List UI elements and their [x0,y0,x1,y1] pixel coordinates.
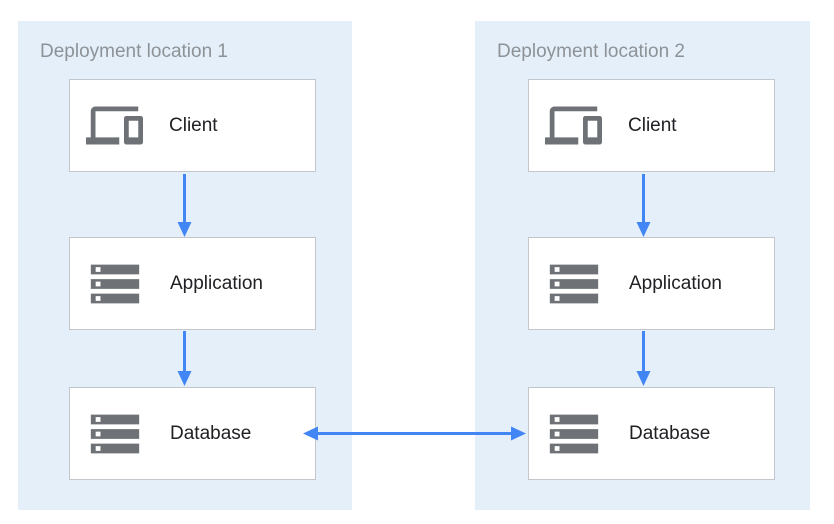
deployment-panel-1: Deployment location 1 Client Application [18,21,352,510]
storage-icon [86,405,144,463]
storage-icon [545,405,603,463]
node-label: Application [629,272,722,294]
panel-title: Deployment location 1 [40,41,228,62]
node-client-2: Client [528,79,775,172]
node-label: Client [169,114,218,136]
devices-icon [86,97,143,154]
devices-icon [545,97,602,154]
node-label: Application [170,272,263,294]
node-application-2: Application [528,237,775,330]
node-database-2: Database [528,387,775,480]
storage-icon [545,255,603,313]
node-label: Database [170,422,252,444]
panel-title: Deployment location 2 [497,41,685,62]
node-label: Database [629,422,711,444]
node-database-1: Database [69,387,316,480]
node-client-1: Client [69,79,316,172]
node-application-1: Application [69,237,316,330]
deployment-panel-2: Deployment location 2 Client Application [475,21,810,510]
node-label: Client [628,114,677,136]
storage-icon [86,255,144,313]
